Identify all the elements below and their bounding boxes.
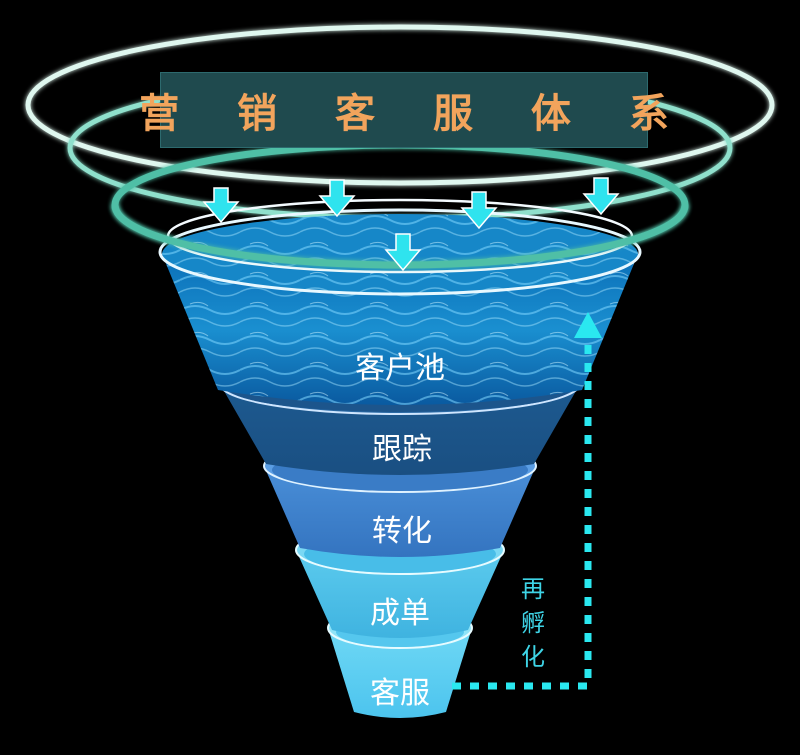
down-arrow-icon: [384, 233, 422, 272]
stage-label-customer-pool: 客户池: [355, 351, 445, 386]
up-arrow-icon: [574, 312, 602, 338]
down-arrows: [202, 177, 620, 272]
stage-label-conversion: 转化: [372, 514, 432, 549]
page-title: 营 销 客 服 体 系: [139, 90, 691, 137]
down-arrow-icon: [202, 187, 240, 224]
funnel-tier-1: [158, 198, 642, 405]
down-arrow-icon: [460, 191, 498, 230]
stage-label-follow-up: 跟踪: [372, 432, 432, 467]
re-incubation-label: 再孵化: [521, 575, 545, 671]
down-arrow-icon: [318, 179, 356, 218]
stage-label-closing: 成单: [370, 596, 430, 631]
outer-ring: [25, 24, 775, 186]
stage-label-service: 客服: [370, 676, 430, 711]
title-banner: 营 销 客 服 体 系: [139, 72, 669, 148]
down-arrow-icon: [582, 177, 620, 216]
dotted-return-line: [452, 338, 592, 690]
